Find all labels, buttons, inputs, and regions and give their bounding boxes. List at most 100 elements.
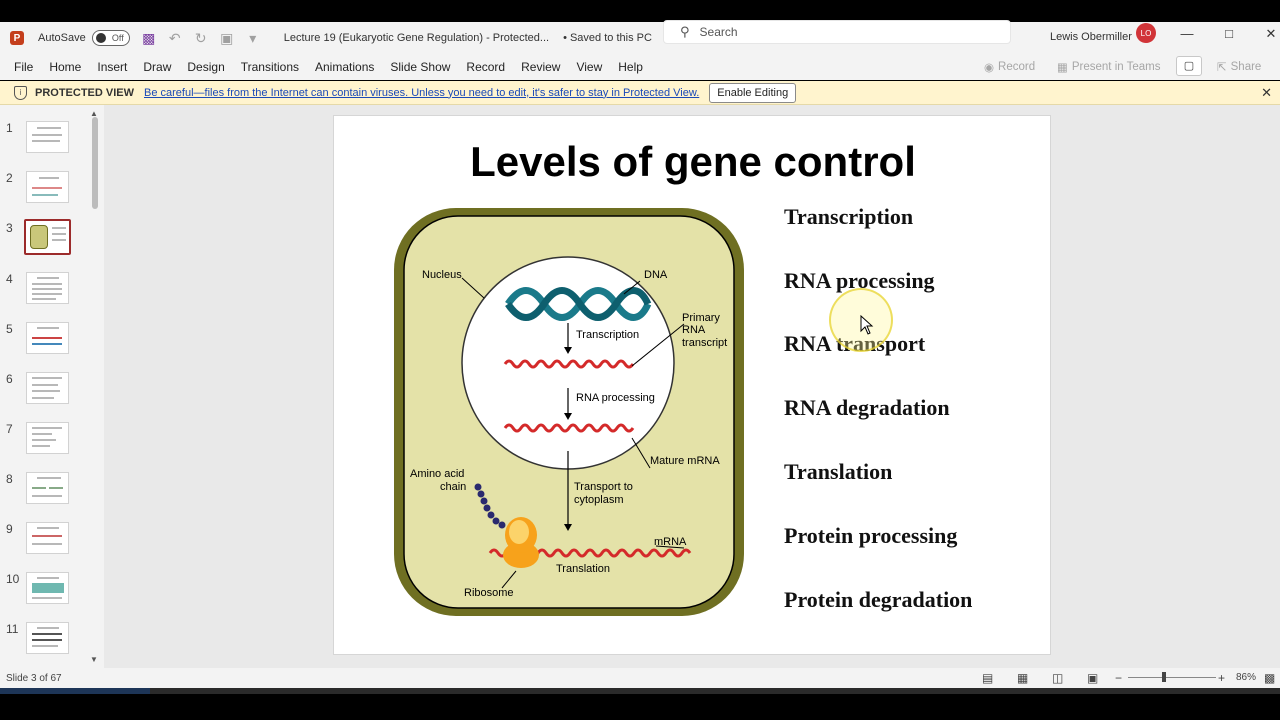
thumbnail-slide-3[interactable]: 3 (0, 219, 90, 257)
amino-acid-chain (474, 483, 506, 529)
thumbnail-slide-4[interactable]: 4 (0, 272, 90, 308)
close-icon[interactable]: ✕ (1261, 85, 1272, 100)
thumbnail-slide-1[interactable]: 1 (0, 121, 90, 157)
saved-status[interactable]: • Saved to this PC (563, 32, 652, 44)
status-bar: Slide 3 of 67 ▤ ▦ ◫ ▣ − + 86% ▩ (0, 668, 1280, 688)
normal-view-icon[interactable]: ▤ (982, 671, 994, 685)
thumb-preview[interactable] (26, 422, 69, 454)
tab-file[interactable]: File (14, 60, 34, 74)
slide-title[interactable]: Levels of gene control (470, 138, 916, 185)
thumbnail-slide-7[interactable]: 7 (0, 422, 90, 458)
zoom-level[interactable]: 86% (1236, 672, 1257, 683)
tab-animations[interactable]: Animations (315, 60, 375, 74)
primary-rna-wave (503, 359, 635, 369)
comment-icon: ▢ (1183, 60, 1195, 72)
thumb-preview-active[interactable] (24, 219, 71, 255)
tab-slide-show[interactable]: Slide Show (390, 60, 451, 74)
slide-canvas: Levels of gene control (104, 105, 1280, 668)
share-label: Share (1230, 61, 1262, 73)
thumb-preview[interactable] (26, 272, 69, 304)
tab-draw[interactable]: Draw (143, 60, 172, 74)
tab-design[interactable]: Design (187, 60, 225, 74)
thumbnail-slide-5[interactable]: 5 (0, 322, 90, 358)
search-placeholder: Search (699, 25, 738, 39)
present-from-start-icon[interactable]: ▣ (220, 29, 234, 46)
tab-insert[interactable]: Insert (97, 60, 128, 74)
tab-help[interactable]: Help (618, 60, 643, 74)
slide[interactable]: Levels of gene control (333, 115, 1051, 655)
thumb-preview[interactable] (26, 322, 69, 354)
minimize-icon[interactable]: — (1180, 26, 1194, 41)
undo-icon[interactable]: ↶ (168, 29, 181, 46)
level-rna-degradation: RNA degradation (784, 395, 950, 420)
thumb-preview[interactable] (26, 171, 69, 203)
thumb-preview[interactable] (26, 372, 69, 404)
avatar[interactable]: LO (1136, 23, 1156, 43)
maximize-icon[interactable]: □ (1225, 26, 1233, 41)
slide-sorter-icon[interactable]: ▦ (1017, 671, 1029, 685)
thumb-number: 10 (6, 572, 20, 586)
leader-mature (631, 437, 651, 469)
redo-icon[interactable]: ↻ (194, 29, 207, 46)
thumb-preview[interactable] (26, 622, 69, 654)
fit-slide-icon[interactable]: ▩ (1264, 671, 1276, 685)
record-button[interactable]: ◉ Record (984, 58, 1035, 76)
user-name[interactable]: Lewis Obermiller (1050, 31, 1132, 43)
tab-view[interactable]: View (576, 60, 603, 74)
scroll-down-icon[interactable]: ▼ (90, 655, 98, 664)
protected-view-title: PROTECTED VIEW (35, 86, 135, 99)
slide-counter: Slide 3 of 67 (6, 672, 62, 684)
taskbar-accent (0, 688, 150, 694)
cursor-highlight (829, 288, 893, 352)
level-transcription: Transcription (784, 204, 914, 229)
thumb-preview[interactable] (26, 572, 69, 604)
thumb-number: 1 (6, 121, 13, 135)
thumbnail-slide-2[interactable]: 2 (0, 171, 90, 207)
share-icon: ⇱ (1217, 62, 1227, 74)
thumb-preview[interactable] (26, 522, 69, 554)
zoom-slider[interactable] (1128, 677, 1216, 678)
thumb-preview[interactable] (26, 121, 69, 153)
comments-button[interactable]: ▢ (1176, 56, 1202, 76)
thumbnail-scrollbar[interactable] (92, 117, 98, 209)
customize-qat-icon[interactable]: ▾ (249, 29, 257, 46)
slide-show-icon[interactable]: ▣ (1087, 671, 1099, 685)
save-icon[interactable]: ▩ (142, 29, 156, 46)
thumbnail-slide-8[interactable]: 8 (0, 472, 90, 508)
thumb-preview[interactable] (26, 472, 69, 504)
label-mature-mrna: Mature mRNA (650, 455, 720, 467)
thumbnail-slide-6[interactable]: 6 (0, 372, 90, 408)
thumbnail-slide-10[interactable]: 10 (0, 572, 90, 608)
leader-ribosome (501, 570, 517, 589)
dna-strand-2 (505, 287, 652, 321)
zoom-in-icon[interactable]: + (1218, 671, 1226, 685)
close-icon[interactable]: ✕ (1265, 26, 1277, 41)
thumbnail-slide-11[interactable]: 11 (0, 622, 90, 658)
search-box[interactable]: ⚲ Search (663, 20, 1011, 44)
share-button[interactable]: ⇱ Share (1217, 58, 1261, 76)
autosave-toggle[interactable]: Off (91, 30, 130, 46)
taskbar (0, 688, 1280, 720)
reading-view-icon[interactable]: ◫ (1052, 671, 1064, 685)
label-primary-2: RNA (682, 324, 706, 336)
scroll-up-icon[interactable]: ▲ (90, 109, 98, 118)
tab-review[interactable]: Review (521, 60, 561, 74)
tab-home[interactable]: Home (49, 60, 82, 74)
label-amino-2: chain (440, 481, 466, 493)
tab-record[interactable]: Record (466, 60, 506, 74)
document-title: Lecture 19 (Eukaryotic Gene Regulation) … (283, 32, 550, 44)
arrowhead (564, 413, 572, 420)
label-primary-1: Primary (682, 312, 720, 324)
label-amino-1: Amino acid (410, 468, 464, 480)
protected-view-message-link[interactable]: Be careful—files from the Internet can c… (144, 86, 700, 99)
thumb-number: 11 (6, 622, 19, 636)
tab-transitions[interactable]: Transitions (240, 60, 299, 74)
taskbar-strip (150, 688, 1280, 694)
zoom-out-icon[interactable]: − (1115, 671, 1123, 685)
zoom-slider-knob[interactable] (1162, 672, 1166, 682)
enable-editing-button[interactable]: Enable Editing (709, 82, 797, 103)
thumbnail-slide-9[interactable]: 9 (0, 522, 90, 558)
present-in-teams-button[interactable]: ▦ Present in Teams (1057, 58, 1161, 76)
label-nucleus: Nucleus (422, 269, 462, 281)
thumb-number: 5 (6, 322, 13, 336)
